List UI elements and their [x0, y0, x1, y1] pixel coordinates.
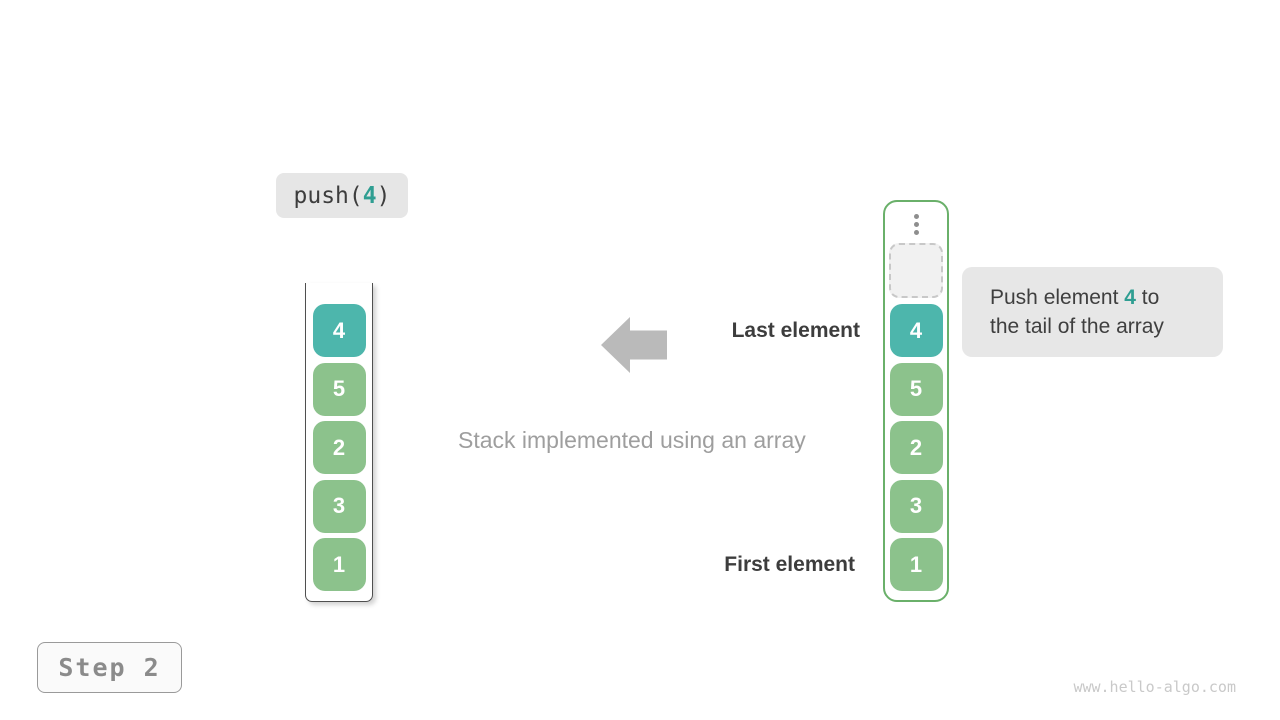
step-badge-label: Step 2 — [58, 653, 161, 682]
left-arrow-icon — [601, 317, 667, 373]
callout-line-1: Push element 4 to — [990, 283, 1223, 312]
step-badge: Step 2 — [37, 642, 182, 693]
stack-cell-2: 2 — [889, 421, 943, 474]
push-operation-label: push(4) — [276, 173, 408, 218]
stack-cell-5: 5 — [889, 362, 943, 416]
push-label-arg: 4 — [362, 182, 377, 209]
stack-cell-3: 3 — [312, 479, 366, 533]
stack-cell-3: 3 — [889, 479, 943, 533]
push-label-prefix: push( — [293, 182, 363, 209]
stack-cell-1: 1 — [312, 538, 366, 591]
explanation-callout: Push element 4 to the tail of the array — [962, 267, 1223, 357]
last-element-label: Last element — [731, 319, 860, 342]
site-watermark: www.hello-algo.com — [1073, 678, 1236, 696]
diagram-caption: Stack implemented using an array — [458, 427, 806, 453]
stack-cell-4: 4 — [889, 304, 943, 357]
ellipsis-dot — [913, 214, 919, 219]
first-element-label: First element — [724, 553, 855, 576]
stack-cell-1: 1 — [889, 538, 943, 591]
callout-text-after: to — [1135, 286, 1160, 309]
callout-line-2: the tail of the array — [990, 315, 1164, 338]
callout-text-before: Push element — [990, 286, 1125, 309]
callout-highlight-value: 4 — [1124, 286, 1136, 309]
stack-cell-5: 5 — [312, 362, 366, 416]
ellipsis-dot — [913, 222, 919, 227]
empty-slot-placeholder — [889, 243, 943, 298]
stack-cell-2: 2 — [312, 421, 366, 474]
stack-cell-4: 4 — [312, 304, 366, 357]
ellipsis-icon — [913, 214, 919, 235]
push-label-suffix: ) — [376, 182, 391, 209]
ellipsis-dot — [913, 230, 919, 235]
